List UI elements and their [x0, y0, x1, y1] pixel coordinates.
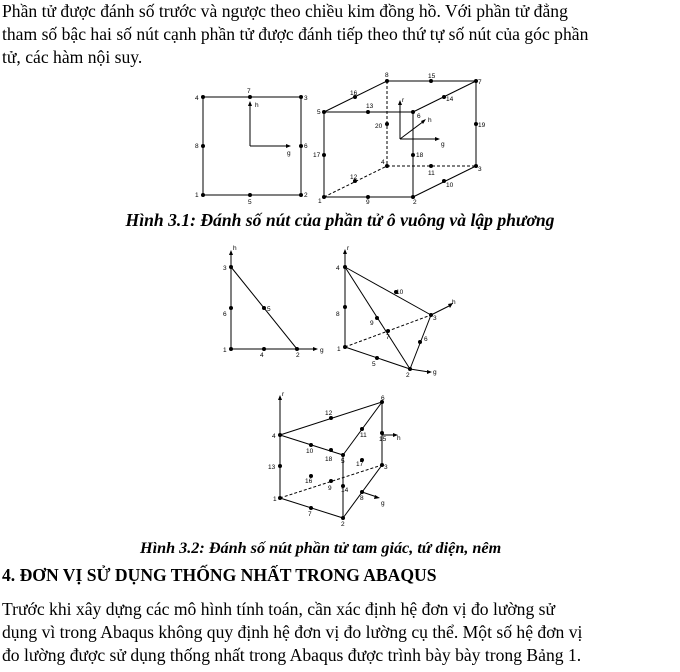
- figure-3-1-caption: Hình 3.1: Đánh số nút của phần tử ô vuôn…: [125, 210, 555, 230]
- node-label: 6: [223, 311, 227, 318]
- node-label: 6: [381, 395, 385, 402]
- wedge-nodes: [278, 400, 384, 520]
- intro-line: tham số bậc hai số nút cạnh phần tử được…: [2, 24, 589, 44]
- node-label: 14: [341, 487, 349, 494]
- node-label: 1: [223, 347, 227, 354]
- node-label: 8: [360, 495, 364, 502]
- node-label: 1: [195, 192, 199, 199]
- node-label: 1: [318, 198, 322, 205]
- node-label: 5: [248, 199, 252, 206]
- body-line: đo lường được sử dụng thống nhất trong A…: [2, 645, 582, 665]
- tetrahedron-nodes: [343, 265, 433, 371]
- axis-label: g: [381, 500, 385, 507]
- node-label: 5: [267, 306, 271, 313]
- node-label: 9: [328, 485, 332, 492]
- square-element-diagram: 1 2 3 4 5 6 7 8 g h: [195, 88, 308, 206]
- node-label: 3: [223, 265, 227, 272]
- node-label: 16: [305, 478, 313, 485]
- wedge-element-diagram: 1 2 3 4 5 6 7 8 9 10 11 12 13 14 15 16 1…: [268, 391, 401, 528]
- node-label: 10: [446, 182, 454, 189]
- node-label: 7: [247, 88, 251, 95]
- figure-3-2-caption: Hình 3.2: Đánh số nút phần tử tam giác, …: [140, 539, 502, 557]
- node-label: 10: [396, 289, 404, 296]
- axis-label: h: [452, 299, 456, 306]
- node-label: 8: [195, 143, 199, 150]
- node-label: 9: [366, 199, 370, 206]
- node-label: 19: [478, 122, 486, 129]
- intro-line: tử, các hàm nội suy.: [2, 47, 143, 67]
- node-label: 17: [313, 152, 321, 159]
- node-label: 12: [325, 410, 333, 417]
- node-label: 6: [424, 336, 428, 343]
- axis-label: g: [287, 150, 291, 157]
- node-label: 18: [325, 456, 333, 463]
- node-label: 3: [384, 464, 388, 471]
- node-label: 2: [304, 192, 308, 199]
- node-label: 3: [478, 166, 482, 173]
- node-label: 4: [195, 95, 199, 102]
- tetrahedron-element-diagram: 1 2 3 4 5 6 7 8 9 10 r g h: [336, 245, 456, 379]
- node-label: 2: [406, 372, 410, 379]
- node-label: 10: [306, 448, 314, 455]
- axis-label: h: [233, 245, 237, 252]
- cube-element-diagram: 1 2 3 4 5 6 7 8 9 10 11 12 13 14 15 16 1…: [313, 72, 486, 206]
- node-label: 1: [337, 346, 341, 353]
- node-label: 5: [341, 458, 345, 465]
- node-label: 11: [428, 170, 435, 177]
- node-label: 3: [433, 315, 437, 322]
- section-heading: 4. ĐƠN VỊ SỬ DỤNG THỐNG NHẤT TRONG ABAQU…: [2, 565, 437, 585]
- node-label: 18: [416, 152, 424, 159]
- node-label: 6: [304, 143, 308, 150]
- node-label: 13: [366, 103, 374, 110]
- node-label: 5: [372, 361, 376, 368]
- node-label: 8: [385, 72, 389, 79]
- cube-nodes: [322, 79, 478, 199]
- node-label: 12: [350, 174, 358, 181]
- node-label: 2: [341, 521, 345, 528]
- node-label: 2: [413, 199, 417, 206]
- node-label: 14: [446, 96, 454, 103]
- intro-paragraph: Phần tử được đánh số trước và ngược theo…: [2, 0, 678, 69]
- axis-label: h: [428, 117, 432, 124]
- node-label: 15: [379, 436, 387, 443]
- axis-label: g: [320, 347, 324, 354]
- node-label: 20: [375, 123, 383, 130]
- node-label: 11: [360, 432, 367, 439]
- body-line: Trước khi xây dựng các mô hình tính toán…: [2, 599, 556, 619]
- node-label: 7: [308, 511, 312, 518]
- node-label: 17: [356, 461, 364, 468]
- node-label: 9: [370, 320, 374, 327]
- node-label: 1: [273, 496, 277, 503]
- axis-label: r: [282, 391, 285, 398]
- axis-label: g: [441, 141, 445, 148]
- axis-label: h: [255, 102, 259, 109]
- triangle-element-diagram: 1 2 3 4 5 6 g h: [223, 245, 324, 359]
- node-label: 7: [386, 334, 390, 341]
- body-line: dụng vì trong Abaqus không quy định hệ đ…: [2, 622, 583, 642]
- node-label: 6: [417, 113, 421, 120]
- node-label: 4: [336, 265, 340, 272]
- square-nodes: [201, 95, 303, 197]
- node-label: 5: [317, 109, 321, 116]
- triangle-nodes: [229, 265, 299, 351]
- node-label: 8: [336, 311, 340, 318]
- axis-label: h: [397, 435, 401, 442]
- node-label: 15: [428, 73, 436, 80]
- node-label: 4: [260, 352, 264, 359]
- axis-label: r: [347, 245, 350, 252]
- axis-label: r: [402, 97, 405, 104]
- intro-line: Phần tử được đánh số trước và ngược theo…: [2, 1, 568, 21]
- node-label: 16: [350, 90, 358, 97]
- axis-label: g: [433, 369, 437, 376]
- node-label: 3: [304, 95, 308, 102]
- node-label: 4: [381, 159, 385, 166]
- node-label: 2: [296, 352, 300, 359]
- node-label: 4: [272, 433, 276, 440]
- node-label: 13: [268, 464, 276, 471]
- node-label: 7: [478, 79, 482, 86]
- body-paragraph: Trước khi xây dựng các mô hình tính toán…: [2, 598, 678, 667]
